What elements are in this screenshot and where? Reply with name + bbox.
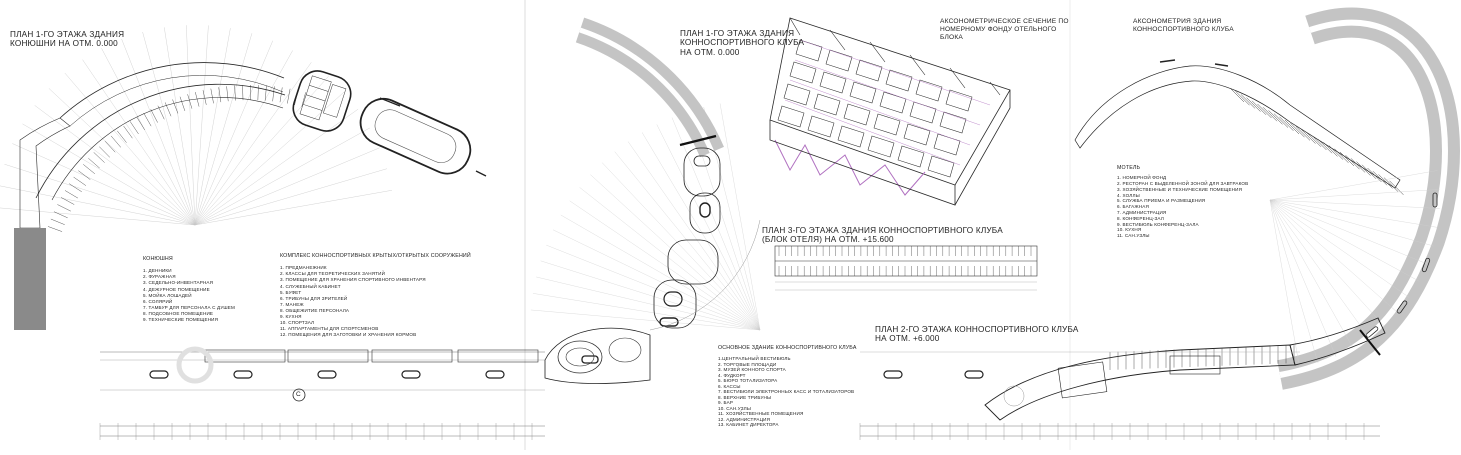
- legend-item: 11. САН.УЗЛЫ: [1117, 233, 1248, 239]
- stables-arena-inner: [371, 105, 461, 167]
- legend-complex-items: 1. ПРЕДМАНЕЖНИК 2. КЛАССЫ ДЛЯ ТЕОРЕТИЧЕС…: [280, 265, 471, 338]
- north-marker-label: С: [296, 391, 301, 399]
- legend-complex: КОМПЛЕКС КОННОСПОРТИВНЫХ КРЫТЫХ/ОТКРЫТЫХ…: [280, 253, 471, 338]
- legend-main-building: ОСНОВНОЕ ЗДАНИЕ КОННОСПОРТИВНОГО КЛУБА 1…: [718, 345, 857, 428]
- stables-inner-arc: [70, 75, 283, 126]
- left-elevation-dim-ticks: [100, 423, 532, 440]
- title-plan-3: ПЛАН 3-ГО ЭТАЖА ЗДАНИЯ КОННОСПОРТИВНОГО …: [762, 226, 1003, 245]
- plan-3-hotel-strip: [775, 246, 1037, 290]
- title-stables-plan: ПЛАН 1-ГО ЭТАЖА ЗДАНИЯ КОНЮШНИ НА ОТМ. 0…: [10, 30, 124, 49]
- track-band: [1280, 23, 1445, 375]
- legend-main-building-heading: ОСНОВНОЕ ЗДАНИЕ КОННОСПОРТИВНОГО КЛУБА: [718, 345, 857, 351]
- legend-item: 7. ВЕСТИБЮЛИ ЭЛЕКТРОННЫХ КАСС И ТОТАЛИЗА…: [718, 389, 857, 395]
- long-section-left: [100, 349, 545, 440]
- stables-grey-block: [14, 228, 46, 330]
- right-elevation-dim-ticks: [860, 423, 1364, 440]
- legend-motel: МОТЕЛЬ 1. НОМЕРНОЙ ФОНД 2. РЕСТОРАН С ВЫ…: [1117, 165, 1248, 239]
- club-hall-ellipse-2: [609, 338, 641, 362]
- legend-motel-items: 1. НОМЕРНОЙ ФОНД 2. РЕСТОРАН С ВЫДЕЛЕННО…: [1117, 175, 1248, 239]
- stables-arena-capsule: [354, 92, 478, 181]
- stables-radial-lines: [0, 25, 392, 225]
- club-radial-lines: [531, 103, 760, 330]
- stables-curved-block: [36, 84, 285, 198]
- title-axon-section: АКСОНОМЕТРИЧЕСКОЕ СЕЧЕНИЕ ПО НОМЕРНОМУ Ф…: [940, 18, 1069, 41]
- title-club-plan-1: ПЛАН 1-ГО ЭТАЖА ЗДАНИЯ КОННОСПОРТИВНОГО …: [680, 29, 804, 57]
- legend-stables: КОНЮШНЯ 1. ДЕННИКИ 2. ФУРАЖНАЯ 3. СЕДЕЛЬ…: [143, 256, 235, 323]
- title-axon-building: АКСОНОМЕТРИЯ ЗДАНИЯ КОННОСПОРТИВНОГО КЛУ…: [1133, 18, 1234, 34]
- legend-item: 13. КАБИНЕТ ДИРЕКТОРА: [718, 422, 857, 428]
- club-main-hall: [545, 328, 650, 383]
- club-hall-pill: [582, 356, 598, 363]
- legend-stables-items: 1. ДЕННИКИ 2. ФУРАЖНАЯ 3. СЕДЕЛЬНО-ИНВЕН…: [143, 268, 235, 323]
- legend-item: 9. ТЕХНИЧЕСКИЕ ПОМЕЩЕНИЯ: [143, 317, 235, 323]
- title-plan-2: ПЛАН 2-ГО ЭТАЖА КОННОСПОРТИВНОГО КЛУБА Н…: [875, 325, 1079, 344]
- stables-left-wing: [20, 118, 70, 228]
- legend-main-building-items: 1.ЦЕНТРАЛЬНЫЙ ВЕСТИБЮЛЬ 2. ТОРГОВЫЕ ПЛОЩ…: [718, 356, 857, 428]
- legend-motel-heading: МОТЕЛЬ: [1117, 165, 1248, 171]
- stables-capsule-building: [289, 66, 356, 135]
- axon-grid: [778, 40, 972, 177]
- right-elevation-pills: [884, 371, 983, 378]
- club-hall-ellipse: [558, 341, 602, 373]
- racetrack-right: [1270, 23, 1445, 375]
- stables-arena-end: [476, 171, 486, 176]
- legend-stables-heading: КОНЮШНЯ: [143, 256, 235, 262]
- club-plan-center: [531, 30, 760, 384]
- axon-section-hotel: [770, 18, 1010, 205]
- legend-item: 12. ПОМЕЩЕНИЯ ДЛЯ ЗАГОТОВКИ И ХРАНЕНИЯ К…: [280, 332, 471, 338]
- legend-item: 3. ХОЗЯЙСТВЕННЫЕ И ТЕХНИЧЕСКИЕ ПОМЕЩЕНИЯ: [1117, 187, 1248, 193]
- grandstand-steps: [1230, 88, 1404, 195]
- legend-complex-heading: КОМПЛЕКС КОННОСПОРТИВНЫХ КРЫТЫХ/ОТКРЫТЫХ…: [280, 253, 471, 259]
